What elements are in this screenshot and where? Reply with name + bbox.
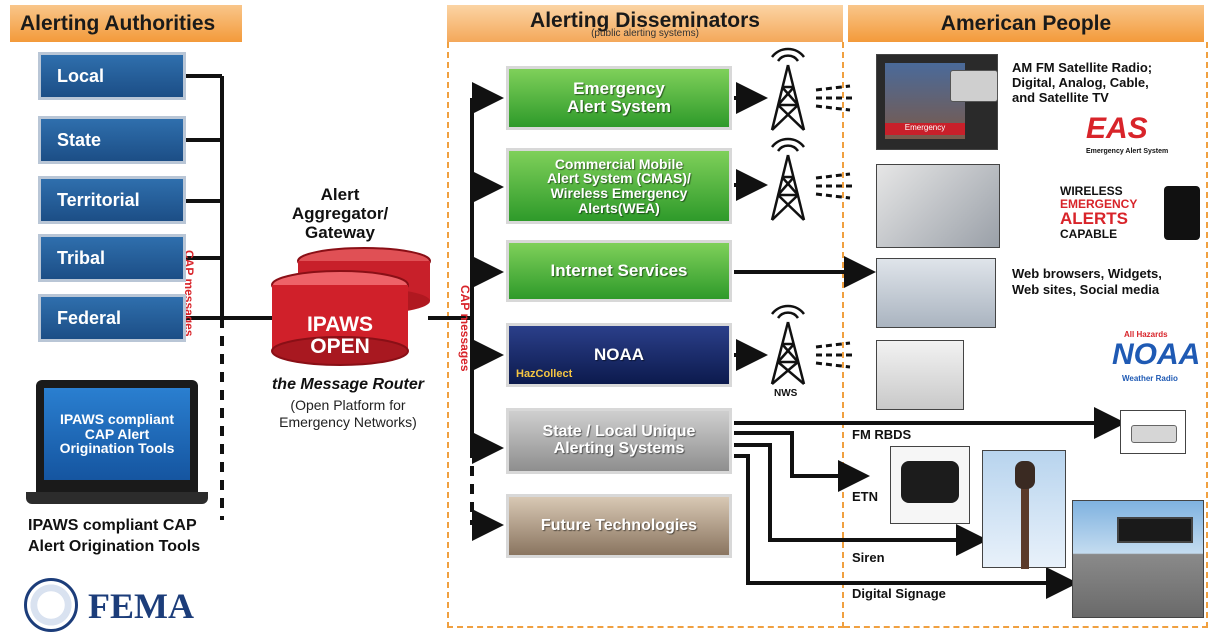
disseminator-noaa: NOAA bbox=[506, 323, 732, 387]
header-american-people: American People bbox=[848, 5, 1204, 42]
eas-line1: Emergency bbox=[573, 79, 665, 99]
cmas-line3: Wireless Emergency bbox=[550, 185, 688, 201]
authority-territorial: Territorial bbox=[38, 176, 186, 224]
signage-board bbox=[1117, 517, 1193, 543]
wea-logo: WIRELESS EMERGENCY ALERTS CAPABLE bbox=[1056, 184, 1204, 244]
gateway-title-line3: Gateway bbox=[305, 223, 375, 242]
nws-label: NWS bbox=[774, 388, 798, 399]
web-text-line2: Web sites, Social media bbox=[1012, 282, 1160, 297]
eas-logo-sub: Emergency Alert System bbox=[1086, 148, 1169, 155]
eas-line2: Alert System bbox=[567, 97, 671, 116]
wea-logo-line1: WIRELESS bbox=[1060, 184, 1123, 198]
header-alerting-disseminators: Alerting Disseminators bbox=[447, 5, 843, 42]
disseminator-cmas-wea: Commercial Mobile Alert System (CMAS)/ W… bbox=[506, 148, 732, 224]
hazcollect-label: HazCollect bbox=[516, 368, 573, 380]
fema-seal-icon bbox=[24, 578, 78, 632]
authority-federal: Federal bbox=[38, 294, 186, 342]
noaa-logo-top: All Hazards bbox=[1124, 330, 1168, 339]
noaa-logo: All Hazards NOAA Weather Radio bbox=[1102, 330, 1201, 400]
etn-label: ETN bbox=[852, 489, 878, 504]
laptop-icon: IPAWS compliant CAP Alert Origination To… bbox=[36, 380, 198, 492]
radio-icon-small bbox=[950, 70, 998, 102]
wea-logo-line4: CAPABLE bbox=[1060, 227, 1118, 241]
header-alerting-authorities: Alerting Authorities bbox=[10, 5, 242, 42]
broadcast-tower-icon bbox=[770, 304, 806, 385]
siren-pole bbox=[1021, 465, 1029, 569]
ipaws-label: IPAWS bbox=[306, 313, 374, 336]
authority-local: Local bbox=[38, 52, 186, 100]
disseminator-emergency-alert-system: Emergency Alert System bbox=[506, 66, 732, 130]
ipaws-open-drum-icon bbox=[271, 247, 431, 366]
laptop-screen: IPAWS compliant CAP Alert Origination To… bbox=[44, 388, 190, 480]
digital-signage-label: Digital Signage bbox=[852, 586, 946, 601]
gateway-title-line2: Aggregator/ bbox=[291, 204, 389, 223]
cmas-line1: Commercial Mobile bbox=[554, 155, 684, 172]
tv-emergency-banner: Emergency bbox=[885, 123, 965, 135]
laptop-caption-line2: Alert Origination Tools bbox=[28, 538, 201, 555]
web-text-line1: Web browsers, Widgets, bbox=[1012, 266, 1162, 281]
authority-tribal: Tribal bbox=[38, 234, 186, 282]
fema-label: FEMA bbox=[88, 586, 194, 626]
laptop-base bbox=[26, 492, 208, 504]
noaa-logo-sub: Weather Radio bbox=[1122, 374, 1178, 383]
computer-icon bbox=[876, 258, 996, 328]
state-local-line1: State / Local Unique bbox=[542, 423, 696, 441]
wea-phone-icon bbox=[1164, 186, 1200, 240]
fm-rbds-radio-icon bbox=[1120, 410, 1186, 454]
mobile-phones-icon bbox=[876, 164, 1000, 248]
radio-tv-text-line2: Digital, Analog, Cable, bbox=[1012, 75, 1149, 90]
disseminator-internet-services: Internet Services bbox=[506, 240, 732, 302]
broadcast-tower-icon bbox=[770, 137, 806, 221]
siren-head bbox=[1015, 461, 1035, 489]
message-router-label: the Message Router bbox=[271, 376, 425, 393]
state-local-line2: Alerting Systems bbox=[553, 440, 685, 457]
gateway-desc-line1: (Open Platform for bbox=[290, 397, 406, 413]
siren-label: Siren bbox=[852, 550, 885, 565]
eas-logo: EAS bbox=[1086, 112, 1148, 145]
gateway-title-line1: Alert bbox=[320, 185, 360, 204]
laptop-caption-line1: IPAWS compliant CAP bbox=[28, 517, 197, 534]
people-dashed-region bbox=[844, 42, 1208, 628]
fm-rbds-display bbox=[1131, 425, 1177, 443]
cmas-line2: Alert System (CMAS)/ bbox=[547, 170, 691, 187]
disseminator-state-local: State / Local Unique Alerting Systems bbox=[506, 408, 732, 474]
siren-icon bbox=[982, 450, 1066, 569]
noaa-logo-text: NOAA bbox=[1112, 338, 1201, 371]
weather-radio-icon bbox=[876, 340, 964, 410]
disseminator-future-technologies: Future Technologies bbox=[506, 494, 732, 558]
open-label: OPEN bbox=[310, 335, 370, 358]
cmas-line4: Alerts(WEA) bbox=[578, 199, 660, 216]
radio-tv-text-line3: and Satellite TV bbox=[1012, 90, 1109, 105]
radio-tv-text-line1: AM FM Satellite Radio; bbox=[1012, 60, 1153, 75]
wea-logo-line3: ALERTS bbox=[1060, 209, 1128, 228]
telephone-icon bbox=[890, 446, 970, 524]
disseminators-subtitle: (public alerting systems) bbox=[591, 28, 699, 39]
digital-signage-icon bbox=[1072, 500, 1204, 618]
authority-state: State bbox=[38, 116, 186, 164]
cap-messages-label-right: CAP messages bbox=[458, 285, 472, 372]
fm-rbds-label: FM RBDS bbox=[852, 427, 912, 442]
disseminators-dashed-region bbox=[447, 42, 844, 628]
wea-logo-line2: EMERGENCY bbox=[1060, 197, 1138, 211]
tv-icon: Emergency bbox=[876, 54, 998, 150]
gateway-desc-line2: Emergency Networks) bbox=[279, 414, 417, 430]
telephone-body bbox=[901, 461, 959, 503]
broadcast-tower-icon bbox=[770, 47, 806, 131]
